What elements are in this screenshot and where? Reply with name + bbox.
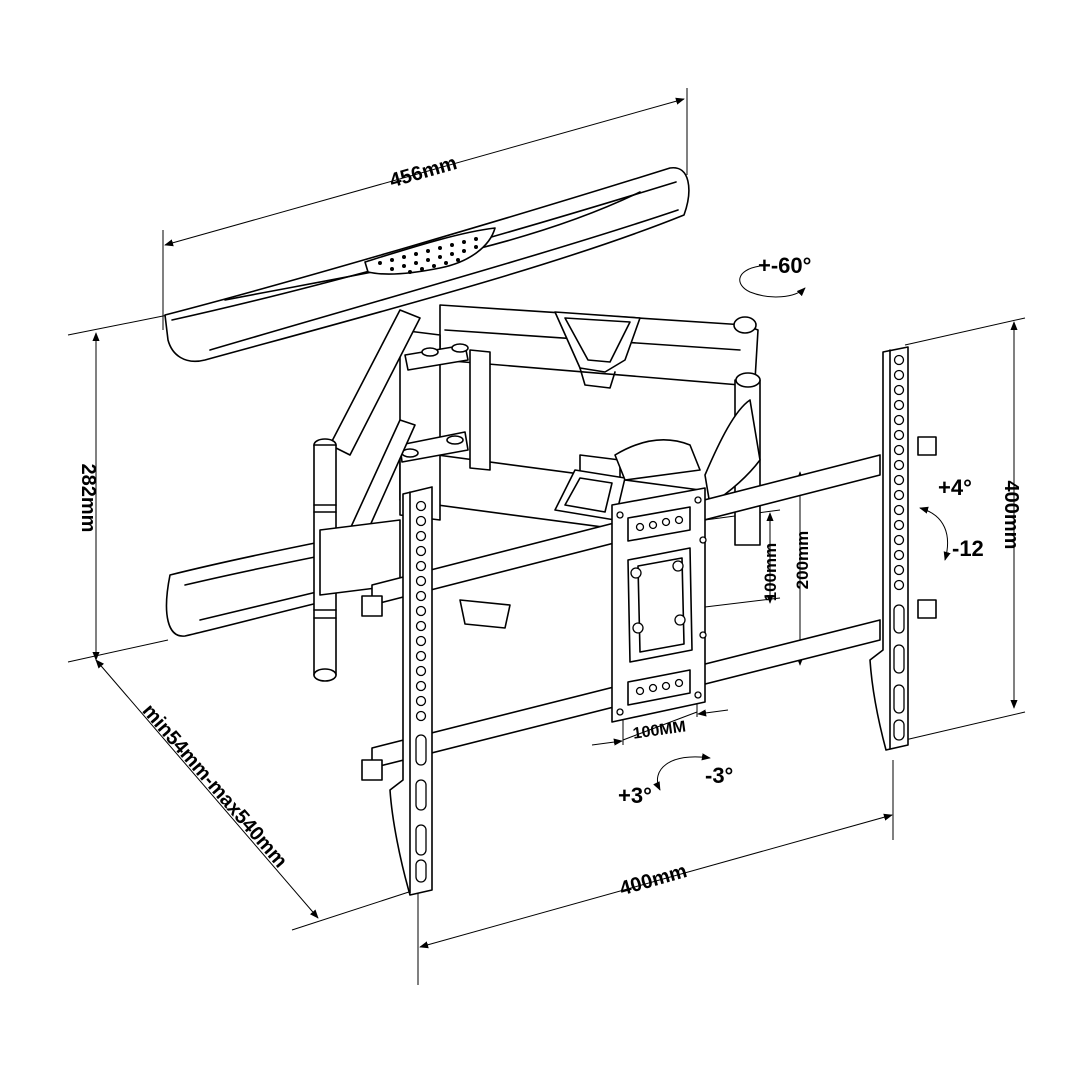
label-100MM-horizontal: 100MM <box>632 718 687 742</box>
label-tilt-up: +4° <box>938 475 972 500</box>
label-rotate-minus: -3° <box>705 763 733 788</box>
rotation-arrows <box>653 265 951 791</box>
label-rotate-plus: +3° <box>618 783 652 808</box>
label-400mm-horizontal: 400mm <box>617 860 689 900</box>
label-swivel: +-60° <box>758 253 811 278</box>
dimension-labels: 456mm 282mm min54mm-max540mm 400mm 400mm… <box>77 152 1022 900</box>
right-vertical-plate <box>869 346 909 751</box>
label-282mm: 282mm <box>77 464 99 533</box>
label-200mm: 200mm <box>793 531 812 590</box>
label-extension: min54mm-max540mm <box>138 700 292 872</box>
wall-plate <box>164 167 690 637</box>
left-vertical-plate <box>389 486 433 896</box>
label-456mm: 456mm <box>387 152 459 192</box>
dimension-lines <box>67 88 1026 985</box>
label-tilt-down: -12 <box>952 536 984 561</box>
adjustment-labels: +-60° +4° -12 +3° -3° <box>618 253 984 808</box>
grille-dots <box>378 237 478 274</box>
label-400mm-vertical: 400mm <box>1000 481 1022 550</box>
label-100mm-vertical: 100mm <box>761 543 780 602</box>
center-vesa-plate <box>611 487 707 723</box>
